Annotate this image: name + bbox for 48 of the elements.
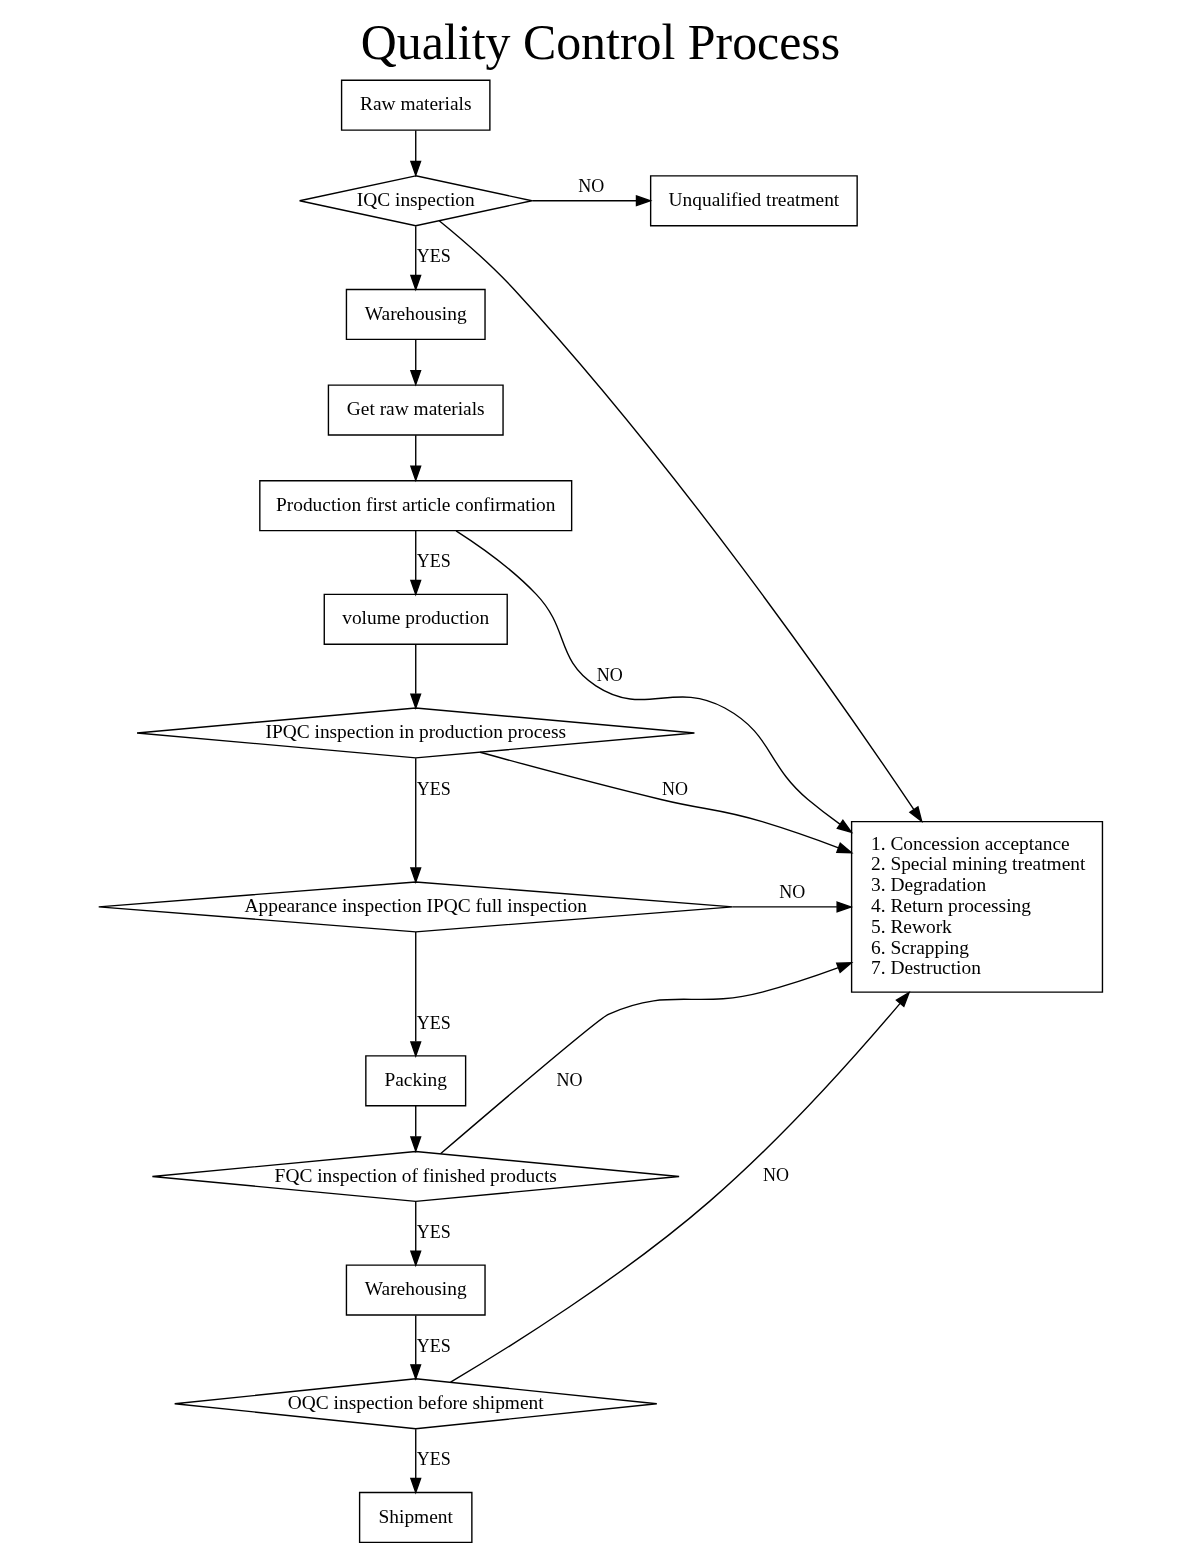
edge-label: NO — [762, 1165, 789, 1186]
edge-label: YES — [416, 246, 451, 267]
edge-label: NO — [778, 881, 805, 902]
node-diamond: OQC inspection before shipment — [173, 1378, 657, 1430]
arrow — [409, 530, 422, 597]
node-diamond: Appearance inspection IPQC full inspection — [97, 881, 733, 933]
edge-label: YES — [416, 778, 451, 799]
node-box: Warehousing — [345, 1264, 486, 1316]
arrow — [530, 194, 652, 207]
arrow — [409, 225, 422, 292]
arrow — [409, 931, 422, 1058]
node-box: Production first article confirmation — [258, 480, 572, 532]
edge-label: NO — [556, 1069, 583, 1090]
diagram-title: Quality Control Process — [360, 15, 840, 71]
arrow — [438, 220, 923, 823]
arrow — [409, 644, 422, 711]
arrow — [409, 1428, 422, 1495]
node-box: Shipment — [358, 1491, 473, 1544]
arrow — [409, 1201, 422, 1268]
edge-label: YES — [416, 1449, 451, 1470]
arrow — [454, 530, 853, 834]
edge-label: YES — [416, 1012, 451, 1033]
node-box: Packing — [364, 1055, 466, 1107]
node-box: Warehousing — [345, 288, 486, 341]
arrow — [409, 434, 422, 483]
arrow — [478, 751, 853, 854]
edge-label: YES — [416, 551, 451, 572]
node-box: Get raw materials — [327, 384, 504, 436]
arrow — [409, 339, 422, 387]
node-diamond: FQC inspection of finished products — [151, 1150, 680, 1203]
edge-label: NO — [661, 778, 688, 799]
edge-label: NO — [577, 175, 604, 196]
edge-label: YES — [416, 1335, 451, 1356]
node-box: volume production — [323, 593, 508, 645]
arrow — [409, 129, 422, 178]
node-box: Unqualified treatment — [649, 175, 858, 227]
node-box: Raw materials — [340, 79, 491, 131]
arrow — [439, 962, 853, 1155]
edge-label: YES — [416, 1221, 451, 1242]
arrow — [731, 901, 853, 913]
edge-label: NO — [596, 664, 623, 685]
arrow — [409, 1105, 422, 1153]
arrow — [409, 1314, 422, 1381]
node-box: 1. Concession acceptance 2. Special mining treatment 3. Degradation 4. Return processing 5. Rework 6. Scrapping 7. Destruction — [850, 820, 1103, 993]
node-diamond: IPQC inspection in production process — [135, 707, 695, 759]
node-diamond: IQC inspection — [298, 175, 533, 227]
arrow — [409, 757, 422, 884]
arrow — [449, 991, 910, 1383]
